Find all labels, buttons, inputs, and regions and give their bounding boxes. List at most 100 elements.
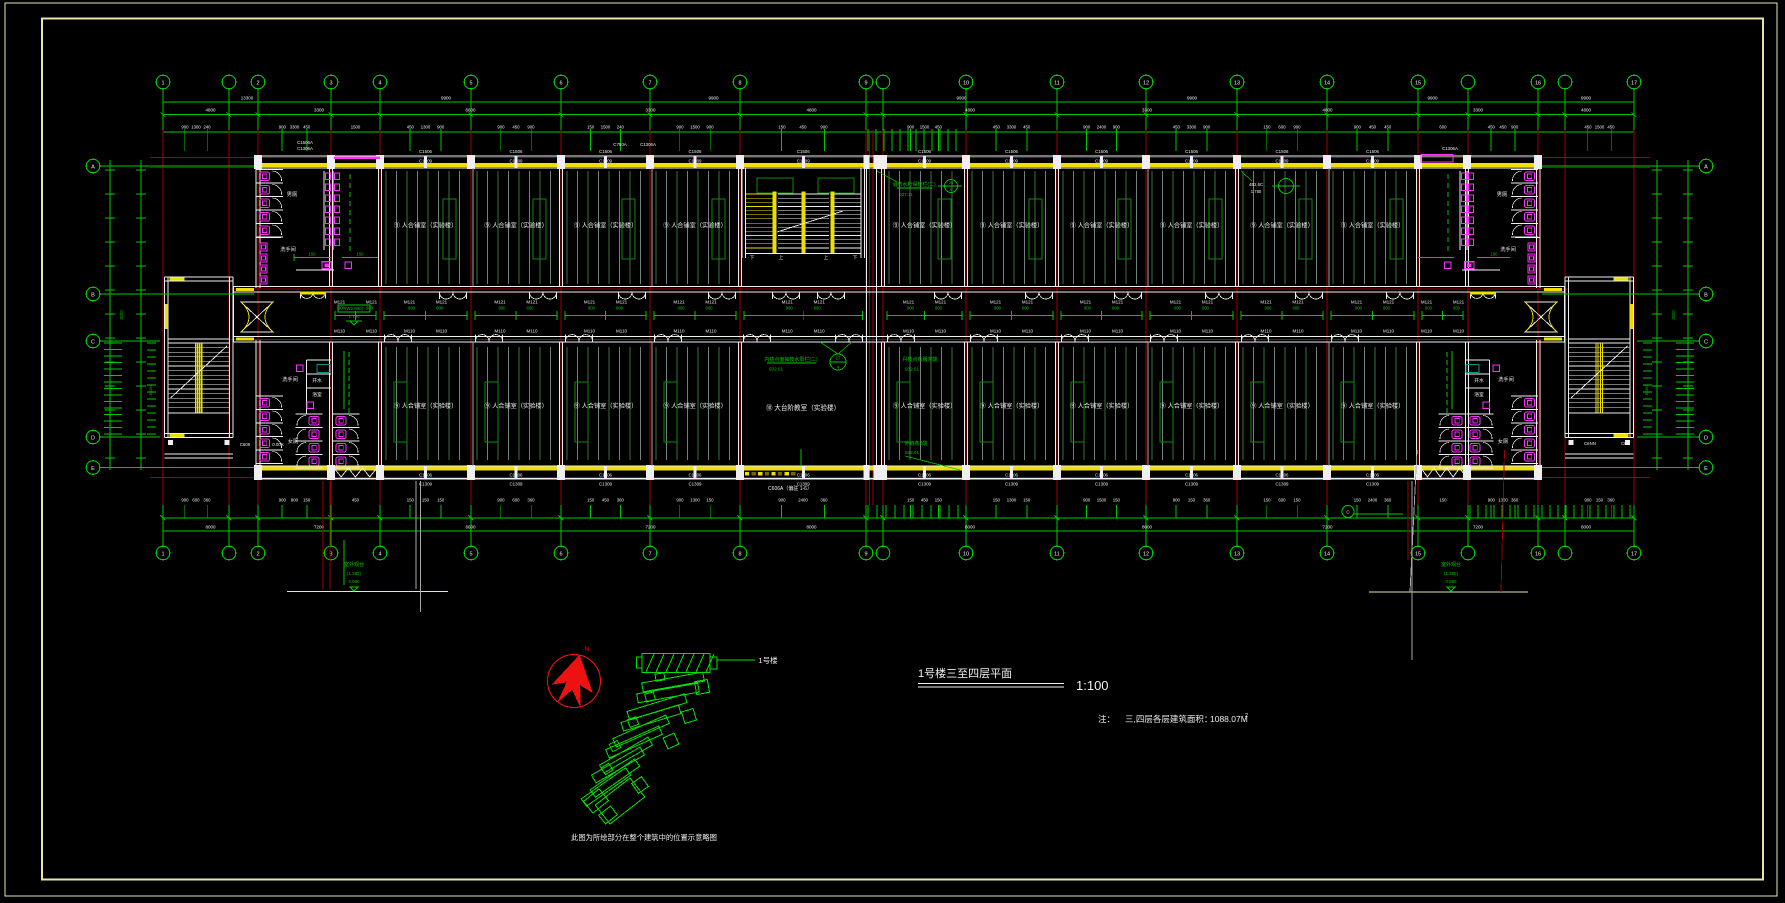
- svg-text:M121: M121: [1112, 300, 1124, 305]
- svg-text:C: C: [91, 339, 95, 345]
- svg-text:C: C: [1346, 510, 1350, 516]
- svg-text:150: 150: [778, 125, 786, 130]
- svg-text:D: D: [1704, 435, 1708, 441]
- svg-text:900: 900: [588, 306, 596, 311]
- svg-text:男厕: 男厕: [287, 191, 297, 198]
- svg-text:900: 900: [1293, 125, 1301, 130]
- svg-text:9900: 9900: [1427, 96, 1438, 101]
- svg-text:C1506: C1506: [689, 149, 702, 154]
- svg-text:150: 150: [357, 252, 365, 257]
- svg-text:C1506: C1506: [918, 472, 931, 477]
- svg-text:注：: 注：: [1098, 714, 1115, 724]
- svg-text:12: 12: [1143, 551, 1149, 557]
- svg-text:C1506: C1506: [1276, 472, 1289, 477]
- svg-text:900: 900: [279, 125, 287, 130]
- svg-text:150: 150: [587, 125, 595, 130]
- svg-text:150: 150: [587, 498, 595, 503]
- svg-text:4: 4: [378, 551, 381, 557]
- svg-text:M110: M110: [1383, 329, 1394, 334]
- svg-text:13: 13: [1234, 551, 1240, 557]
- svg-text:15: 15: [1415, 80, 1421, 86]
- svg-text:内插点面抽枝水泵栏(二): 内插点面抽枝水泵栏(二): [764, 356, 818, 363]
- svg-text:M110: M110: [1170, 329, 1181, 334]
- svg-text:⑨ 人合铺室（实验楼）: ⑨ 人合铺室（实验楼）: [663, 402, 727, 410]
- svg-text:C1506: C1506: [918, 149, 931, 154]
- svg-text:900: 900: [437, 125, 445, 130]
- svg-text:M110: M110: [1022, 329, 1033, 334]
- svg-text:2400: 2400: [1368, 498, 1378, 503]
- svg-text:7200: 7200: [645, 525, 656, 530]
- svg-text:900: 900: [497, 125, 505, 130]
- svg-text:3300: 3300: [314, 108, 325, 113]
- svg-text:4800: 4800: [1322, 108, 1333, 113]
- svg-text:4: 4: [378, 80, 381, 86]
- svg-text:600: 600: [1439, 125, 1447, 130]
- svg-text:900: 900: [1355, 306, 1363, 311]
- svg-text:900: 900: [907, 306, 915, 311]
- svg-text:B: B: [1704, 292, 1708, 298]
- svg-text:150: 150: [1023, 498, 1031, 503]
- svg-text:450: 450: [1607, 125, 1615, 130]
- svg-text:上: 上: [824, 254, 829, 260]
- svg-text:M121: M121: [990, 300, 1002, 305]
- svg-text:C1506A: C1506A: [297, 140, 313, 145]
- svg-text:150: 150: [309, 252, 317, 257]
- svg-text:150: 150: [706, 498, 714, 503]
- svg-text:C1306A: C1306A: [297, 146, 313, 151]
- svg-text:室外观台: 室外观台: [344, 561, 364, 568]
- svg-text:⑩ 大台阶教室（实验楼）: ⑩ 大台阶教室（实验楼）: [766, 403, 840, 412]
- svg-text:360: 360: [1384, 498, 1392, 503]
- svg-text:9900: 9900: [956, 96, 967, 101]
- svg-text:17: 17: [1631, 551, 1637, 557]
- svg-text:M121: M121: [1421, 300, 1433, 305]
- svg-text:450: 450: [352, 498, 360, 503]
- svg-text:9: 9: [864, 551, 867, 557]
- svg-text:17: 17: [836, 356, 841, 361]
- svg-text:D: D: [91, 435, 95, 441]
- svg-text:7: 7: [648, 80, 651, 86]
- svg-text:3300: 3300: [645, 108, 656, 113]
- svg-text:C1309: C1309: [1005, 482, 1018, 487]
- svg-text:M121: M121: [494, 300, 506, 305]
- svg-text:932.01: 932.01: [905, 450, 919, 455]
- svg-text:150: 150: [1113, 498, 1121, 503]
- svg-text:⑨ 人合铺室（实验楼）: ⑨ 人合铺室（实验楼）: [1160, 402, 1224, 410]
- svg-text:300X9: 300X9: [148, 383, 153, 395]
- svg-text:13300: 13300: [241, 96, 254, 101]
- svg-text:15: 15: [1415, 551, 1421, 557]
- svg-text:C606: C606: [240, 442, 251, 447]
- svg-text:900: 900: [1084, 306, 1092, 311]
- svg-text:(1.380): (1.380): [347, 571, 361, 576]
- svg-text:600: 600: [1278, 125, 1286, 130]
- svg-text:0.080: 0.080: [349, 579, 361, 584]
- svg-text:洗手间: 洗手间: [282, 375, 298, 383]
- svg-text:600: 600: [1202, 306, 1210, 311]
- svg-text:4800: 4800: [1581, 108, 1592, 113]
- svg-text:150: 150: [437, 498, 445, 503]
- svg-text:M110: M110: [1202, 329, 1213, 334]
- svg-text:360: 360: [1607, 498, 1615, 503]
- svg-text:C1309: C1309: [510, 482, 523, 487]
- svg-text:⑨ 人合铺室（实验楼）: ⑨ 人合铺室（实验楼）: [1250, 402, 1314, 410]
- svg-text:C1309: C1309: [689, 159, 702, 164]
- svg-text:C1309: C1309: [797, 159, 810, 164]
- svg-text:C1506: C1506: [599, 149, 612, 154]
- svg-text:⑨ 人合铺室（实验楼）: ⑨ 人合铺室（实验楼）: [1341, 402, 1405, 410]
- svg-text:1.780: 1.780: [349, 314, 361, 319]
- svg-text:1300: 1300: [421, 125, 431, 130]
- svg-text:M110: M110: [1421, 329, 1432, 334]
- svg-text:⑨ 人合铺室（实验楼）: ⑨ 人合铺室（实验楼）: [484, 222, 548, 230]
- svg-text:开水: 开水: [1474, 377, 1484, 384]
- svg-text:A: A: [91, 164, 95, 170]
- svg-text:M110: M110: [1453, 329, 1464, 334]
- svg-text:900: 900: [676, 498, 684, 503]
- svg-text:(W2.680): (W2.680): [345, 306, 364, 311]
- svg-text:900: 900: [279, 498, 287, 503]
- svg-text:0.00X: 0.00X: [272, 442, 284, 447]
- svg-text:洗手间: 洗手间: [1500, 245, 1516, 253]
- svg-text:2: 2: [1245, 713, 1248, 719]
- svg-text:10: 10: [963, 551, 969, 557]
- svg-text:900: 900: [181, 125, 189, 130]
- svg-text:M121: M121: [404, 300, 416, 305]
- svg-text:150: 150: [407, 498, 415, 503]
